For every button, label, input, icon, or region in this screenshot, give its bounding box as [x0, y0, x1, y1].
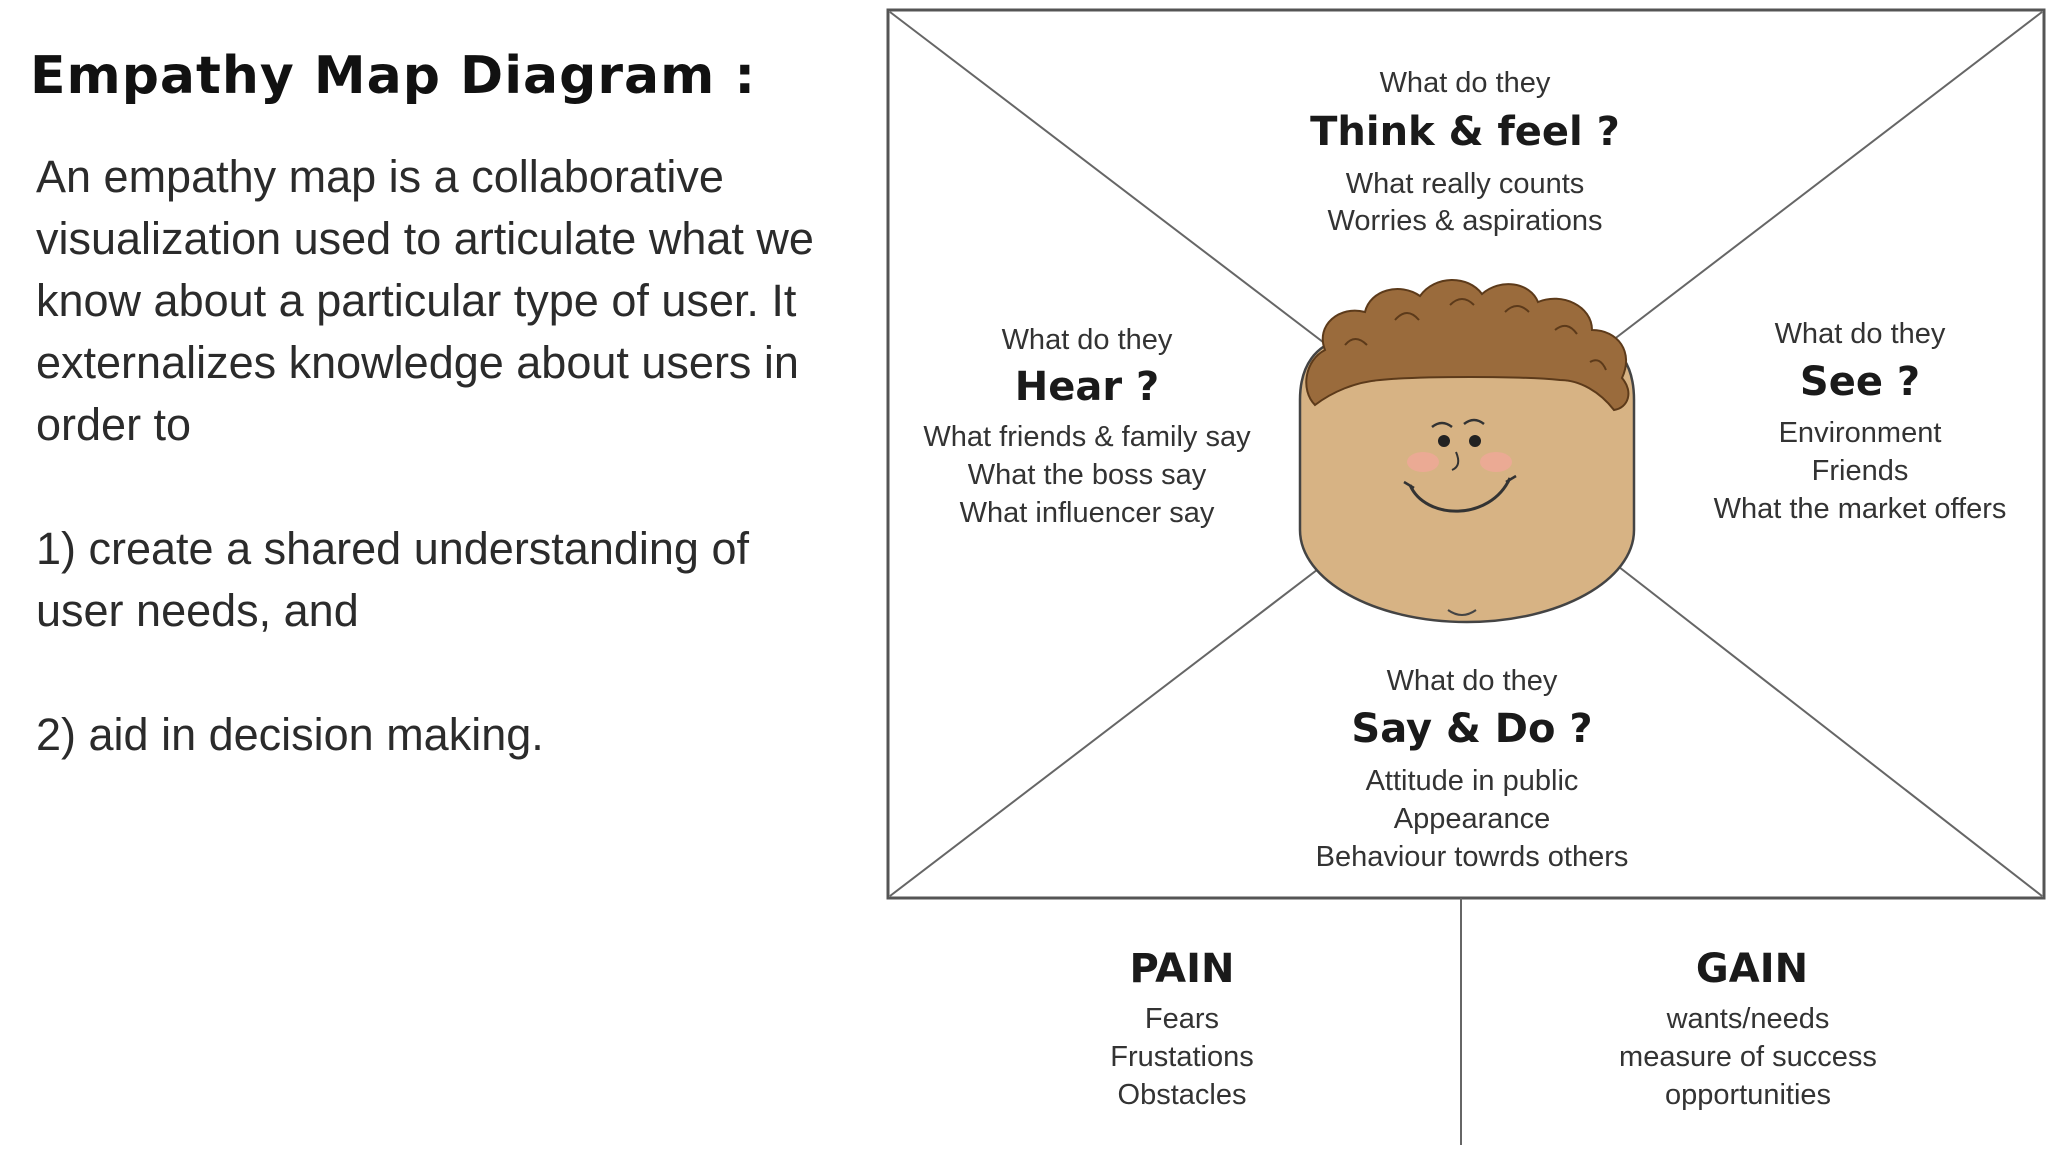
smile-corner-right [1505, 474, 1517, 484]
pain-section: PAIN Fears Frustations Obstacles [1110, 946, 1253, 1111]
gain-item: opportunities [1665, 1079, 1831, 1111]
hair-curls [1344, 298, 1607, 371]
map-frame [886, 8, 2046, 900]
gain-item: measure of success [1619, 1041, 1877, 1073]
quadrant-say-do: What do they Say & Do ? Attitude in publ… [1316, 665, 1629, 873]
body-paragraph-point-2: 2) aid in decision making. [36, 709, 544, 760]
nose [1451, 451, 1460, 471]
quadrant-think-feel: What do they Think & feel ? What really … [1310, 67, 1620, 237]
chin [1447, 609, 1477, 616]
quadrant-hear: What do they Hear ? What friends & famil… [923, 324, 1251, 529]
think-feel-item: Worries & aspirations [1327, 205, 1602, 237]
hear-item: What friends & family say [923, 421, 1251, 453]
cheek-right [1480, 452, 1512, 472]
pain-item: Fears [1145, 1003, 1219, 1035]
gain-section: GAIN wants/needs measure of success oppo… [1619, 946, 1877, 1111]
quadrant-see: What do they See ? Environment Friends W… [1714, 318, 2007, 525]
hear-item: What the boss say [968, 459, 1207, 491]
face-illustration [1298, 279, 1636, 624]
body-paragraph-point-1: 1) create a shared understanding of user… [36, 523, 749, 636]
see-prompt: What do they [1775, 318, 1946, 350]
diagonal-bottom-right [1609, 559, 2043, 897]
say-do-heading: Say & Do ? [1351, 706, 1592, 752]
slide-body: An empathy map is a collaborative visual… [36, 146, 836, 766]
eye-right [1469, 435, 1481, 447]
slide-title: Empathy Map Diagram : [30, 46, 757, 106]
see-item: What the market offers [1714, 493, 2007, 525]
diagonal-top-right [1599, 11, 2043, 351]
smile-corner-left [1403, 480, 1415, 490]
pain-item: Obstacles [1118, 1079, 1247, 1111]
diagonal-bottom-left [889, 559, 1331, 897]
eyebrow-right [1463, 418, 1485, 426]
eyebrow-left [1431, 421, 1453, 429]
hear-heading: Hear ? [1015, 364, 1159, 410]
say-do-item: Behaviour towrds others [1316, 841, 1629, 873]
say-do-item: Appearance [1394, 803, 1550, 835]
gain-item: wants/needs [1666, 1003, 1830, 1035]
see-heading: See ? [1800, 359, 1920, 405]
gain-heading: GAIN [1696, 946, 1808, 992]
hear-item: What influencer say [960, 497, 1215, 529]
say-do-item: Attitude in public [1366, 765, 1579, 797]
cheek-left [1407, 452, 1439, 472]
diagonal-top-left [889, 11, 1341, 356]
body-paragraph-intro: An empathy map is a collaborative visual… [36, 151, 814, 450]
pain-item: Frustations [1110, 1041, 1253, 1073]
eye-left [1438, 435, 1450, 447]
think-feel-item: What really counts [1346, 168, 1585, 200]
hair [1305, 279, 1630, 412]
think-feel-prompt: What do they [1380, 67, 1551, 99]
pain-heading: PAIN [1130, 946, 1235, 992]
say-do-prompt: What do they [1387, 665, 1558, 697]
think-feel-heading: Think & feel ? [1310, 109, 1620, 155]
hear-prompt: What do they [1002, 324, 1173, 356]
smile [1408, 477, 1512, 513]
see-item: Environment [1779, 417, 1942, 449]
see-item: Friends [1812, 455, 1909, 487]
